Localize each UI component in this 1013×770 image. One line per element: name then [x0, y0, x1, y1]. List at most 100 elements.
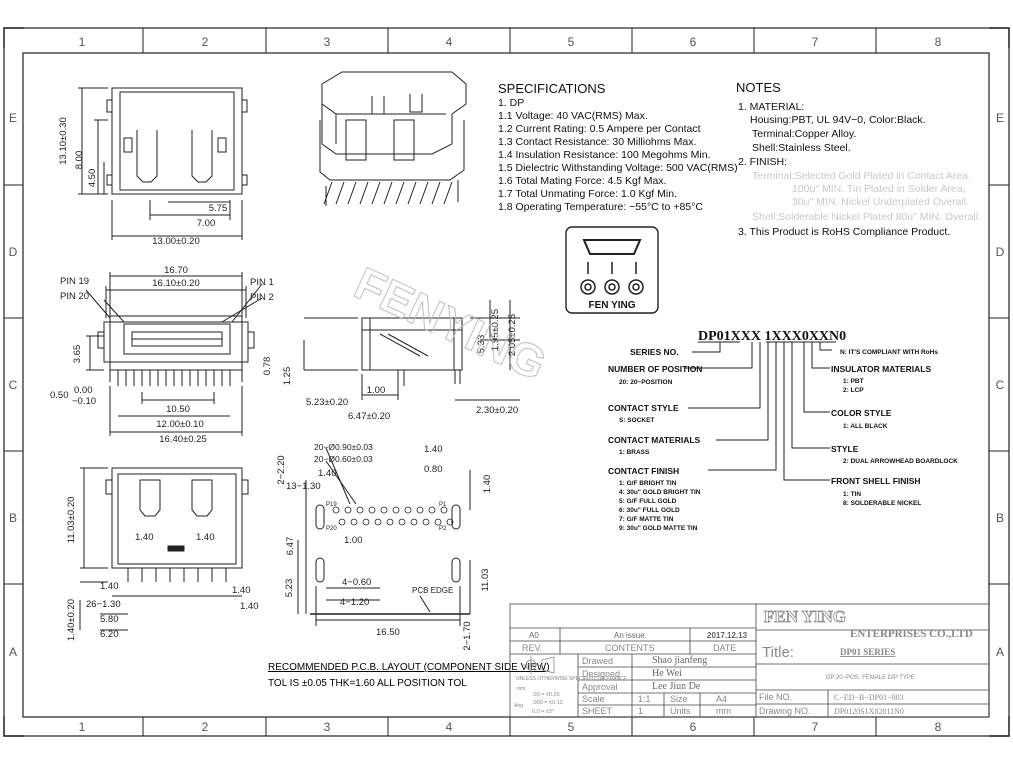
pcb-layout-tolerance: TOL IS ±0.05 THK=1.60 ALL POSITION TOL	[268, 678, 467, 689]
drawed-label: Drawed	[582, 656, 613, 666]
notes-material-line: Housing:PBT, UL 94V−0, Color:Black.	[750, 114, 926, 126]
pn-color-label: COLOR STYLE	[831, 408, 892, 418]
file-no-label: File NO.	[759, 692, 792, 702]
dim-pcb-6-47: 6.47	[285, 537, 296, 556]
pn-contact-style-label: CONTACT STYLE	[608, 403, 679, 413]
col-label-1-bottom: 1	[79, 720, 86, 734]
size-value: A4	[716, 694, 727, 704]
notes-material-line: Terminal:Copper Alloy.	[752, 128, 856, 140]
dim-bottom-1-40-e: 1.40	[240, 601, 259, 612]
tolerance-ang: Ang	[514, 703, 523, 709]
col-label-3-bottom: 3	[324, 720, 331, 734]
specifications-title: SPECIFICATIONS	[498, 81, 606, 96]
title-block	[509, 603, 990, 718]
label-pcb-p2: P2	[439, 526, 447, 532]
row-label-b-right: B	[996, 511, 1004, 525]
label-pcb-edge: PCB EDGE	[412, 586, 453, 595]
dim-side-1-25: 1.25	[282, 367, 293, 386]
dim-front-neg-0-10: −0.10	[72, 396, 96, 407]
approval-label: Approval	[582, 682, 618, 692]
row-label-c: C	[9, 378, 18, 392]
dim-side-1-95: 1.95±0.25	[490, 309, 501, 351]
dim-front-10-50: 10.50	[166, 404, 190, 415]
pn-insulator-option: 1: PBT	[843, 378, 864, 385]
col-label-2-bottom: 2	[202, 720, 209, 734]
dim-bottom-1-40-a: 1.40	[135, 532, 154, 543]
tolerance-line: .00 = ±0.25	[532, 692, 560, 698]
dim-bottom-5-80: 5.80	[100, 614, 119, 625]
dim-pcb-4-0-60: 4−0.60	[342, 577, 371, 588]
notes-finish-line: 100u" MIN. Tin Plated in Solder Area,	[792, 183, 966, 195]
pn-contact-materials-option: 1: BRASS	[619, 449, 650, 456]
rev-description: An issue.	[614, 631, 647, 640]
dim-pcb-1-00: 1.00	[344, 535, 363, 546]
col-label-8-bottom: 8	[935, 720, 942, 734]
sheet-value: 1	[638, 706, 643, 716]
dim-pcb-5-23: 5.23	[284, 579, 295, 598]
spec-group: 1. DP	[498, 97, 524, 109]
notes-finish-line: Shell:Solderable Nickel Plated 80u" MIN.…	[752, 211, 981, 223]
dim-side-0-78: 0.78	[262, 357, 273, 376]
pn-series-label: SERIES NO.	[630, 347, 679, 357]
part-number-code: DP01XXX 1XXX0XXN0	[698, 329, 846, 344]
notes-finish-heading: 2. FINISH:	[738, 156, 787, 168]
spec-item: 1.6 Total Mating Force: 4.5 Kgf Max.	[498, 175, 666, 187]
size-label: Size	[670, 694, 688, 704]
pn-contact-finish-option: 5: G/F FULL GOLD	[619, 498, 677, 505]
file-no-value: C−ED−B−DP01−003	[834, 693, 904, 702]
outer-frame	[3, 27, 1010, 737]
pn-position-option: 20: 20−POSITION	[619, 379, 673, 386]
dim-front-16-10: 16.10±0.20	[152, 278, 199, 289]
dim-pcb-1-40-top: 1.40	[424, 444, 443, 455]
notes-material-heading: 1. MATERIAL:	[738, 101, 804, 113]
pn-rohs-label: N: IT'S COMPLIANT WITH RoHs	[840, 349, 938, 356]
pn-insulator-label: INSULATOR MATERIALS	[831, 364, 931, 374]
col-label-8: 8	[935, 35, 942, 49]
notes-rohs: 3. This Product is RoHS Compliance Produ…	[738, 226, 950, 238]
label-pin-20: PIN 20	[60, 291, 89, 302]
units-value: mm	[716, 706, 731, 716]
spec-item: 1.8 Operating Temperature: −55°C to +85°…	[498, 201, 703, 213]
sheet-label: SHEET	[582, 706, 613, 716]
company-name: FEN YING	[764, 607, 846, 626]
dim-front-16-40: 16.40±0.25	[159, 434, 206, 445]
dim-pcb-16-50: 16.50	[376, 627, 400, 638]
spec-item: 1.2 Current Rating: 0.5 Ampere per Conta…	[498, 123, 701, 135]
dim-top-8: 8.00	[74, 151, 85, 170]
dim-pcb-0-80: 0.80	[424, 464, 443, 475]
front-view-drawing	[85, 272, 263, 436]
top-view-drawing	[78, 87, 248, 240]
dim-side-5-23: 5.23±0.20	[306, 397, 348, 408]
row-label-a-right: A	[996, 645, 1004, 659]
title-label: Title:	[762, 644, 794, 661]
rev-value: A0	[529, 631, 539, 640]
row-label-e-right: E	[996, 111, 1004, 125]
pn-contact-finish-label: CONTACT FINISH	[608, 466, 679, 476]
pn-contact-finish-option: 6: 30u" FULL GOLD	[619, 507, 680, 514]
bottom-view-drawing	[79, 467, 249, 631]
scale-value: 1:1	[638, 694, 651, 704]
row-label-a: A	[9, 645, 17, 659]
dim-pcb-hole-0-60: 20−Ø0.60±0.03	[314, 454, 373, 464]
pn-contact-materials-label: CONTACT MATERIALS	[608, 435, 701, 445]
col-label-7-bottom: 7	[812, 720, 819, 734]
pn-color-option: 1: ALL BLACK	[843, 423, 888, 430]
row-label-e: E	[9, 111, 17, 125]
zone-ticks	[4, 28, 1009, 736]
drawed-value: Shao jianfeng	[652, 655, 707, 666]
tolerance-header: UNLESS OTHERWISE SPECIFIED TOLERANCE	[516, 676, 628, 682]
pn-contact-finish-option: 7: G/F MATTE TIN	[619, 516, 674, 523]
dim-side-2-30: 2.30±0.20	[476, 405, 518, 416]
dim-bottom-1-40-d: 1.40	[232, 585, 251, 596]
dim-bottom-1-40-b: 1.40	[196, 532, 215, 543]
designed-value: He Wei	[652, 668, 682, 679]
col-label-2: 2	[202, 35, 209, 49]
dim-front-0-00: 0.00	[74, 385, 93, 396]
drawing-no-value: DP0120S1X82011N0	[834, 707, 904, 716]
notes-title: NOTES	[736, 80, 781, 95]
rev-date: 2017.12.13	[707, 631, 748, 640]
logo-text: FEN YING	[588, 300, 635, 311]
dim-bottom-11-03: 11.03±0.20	[66, 497, 77, 544]
tolerance-unit: mm	[517, 686, 525, 692]
